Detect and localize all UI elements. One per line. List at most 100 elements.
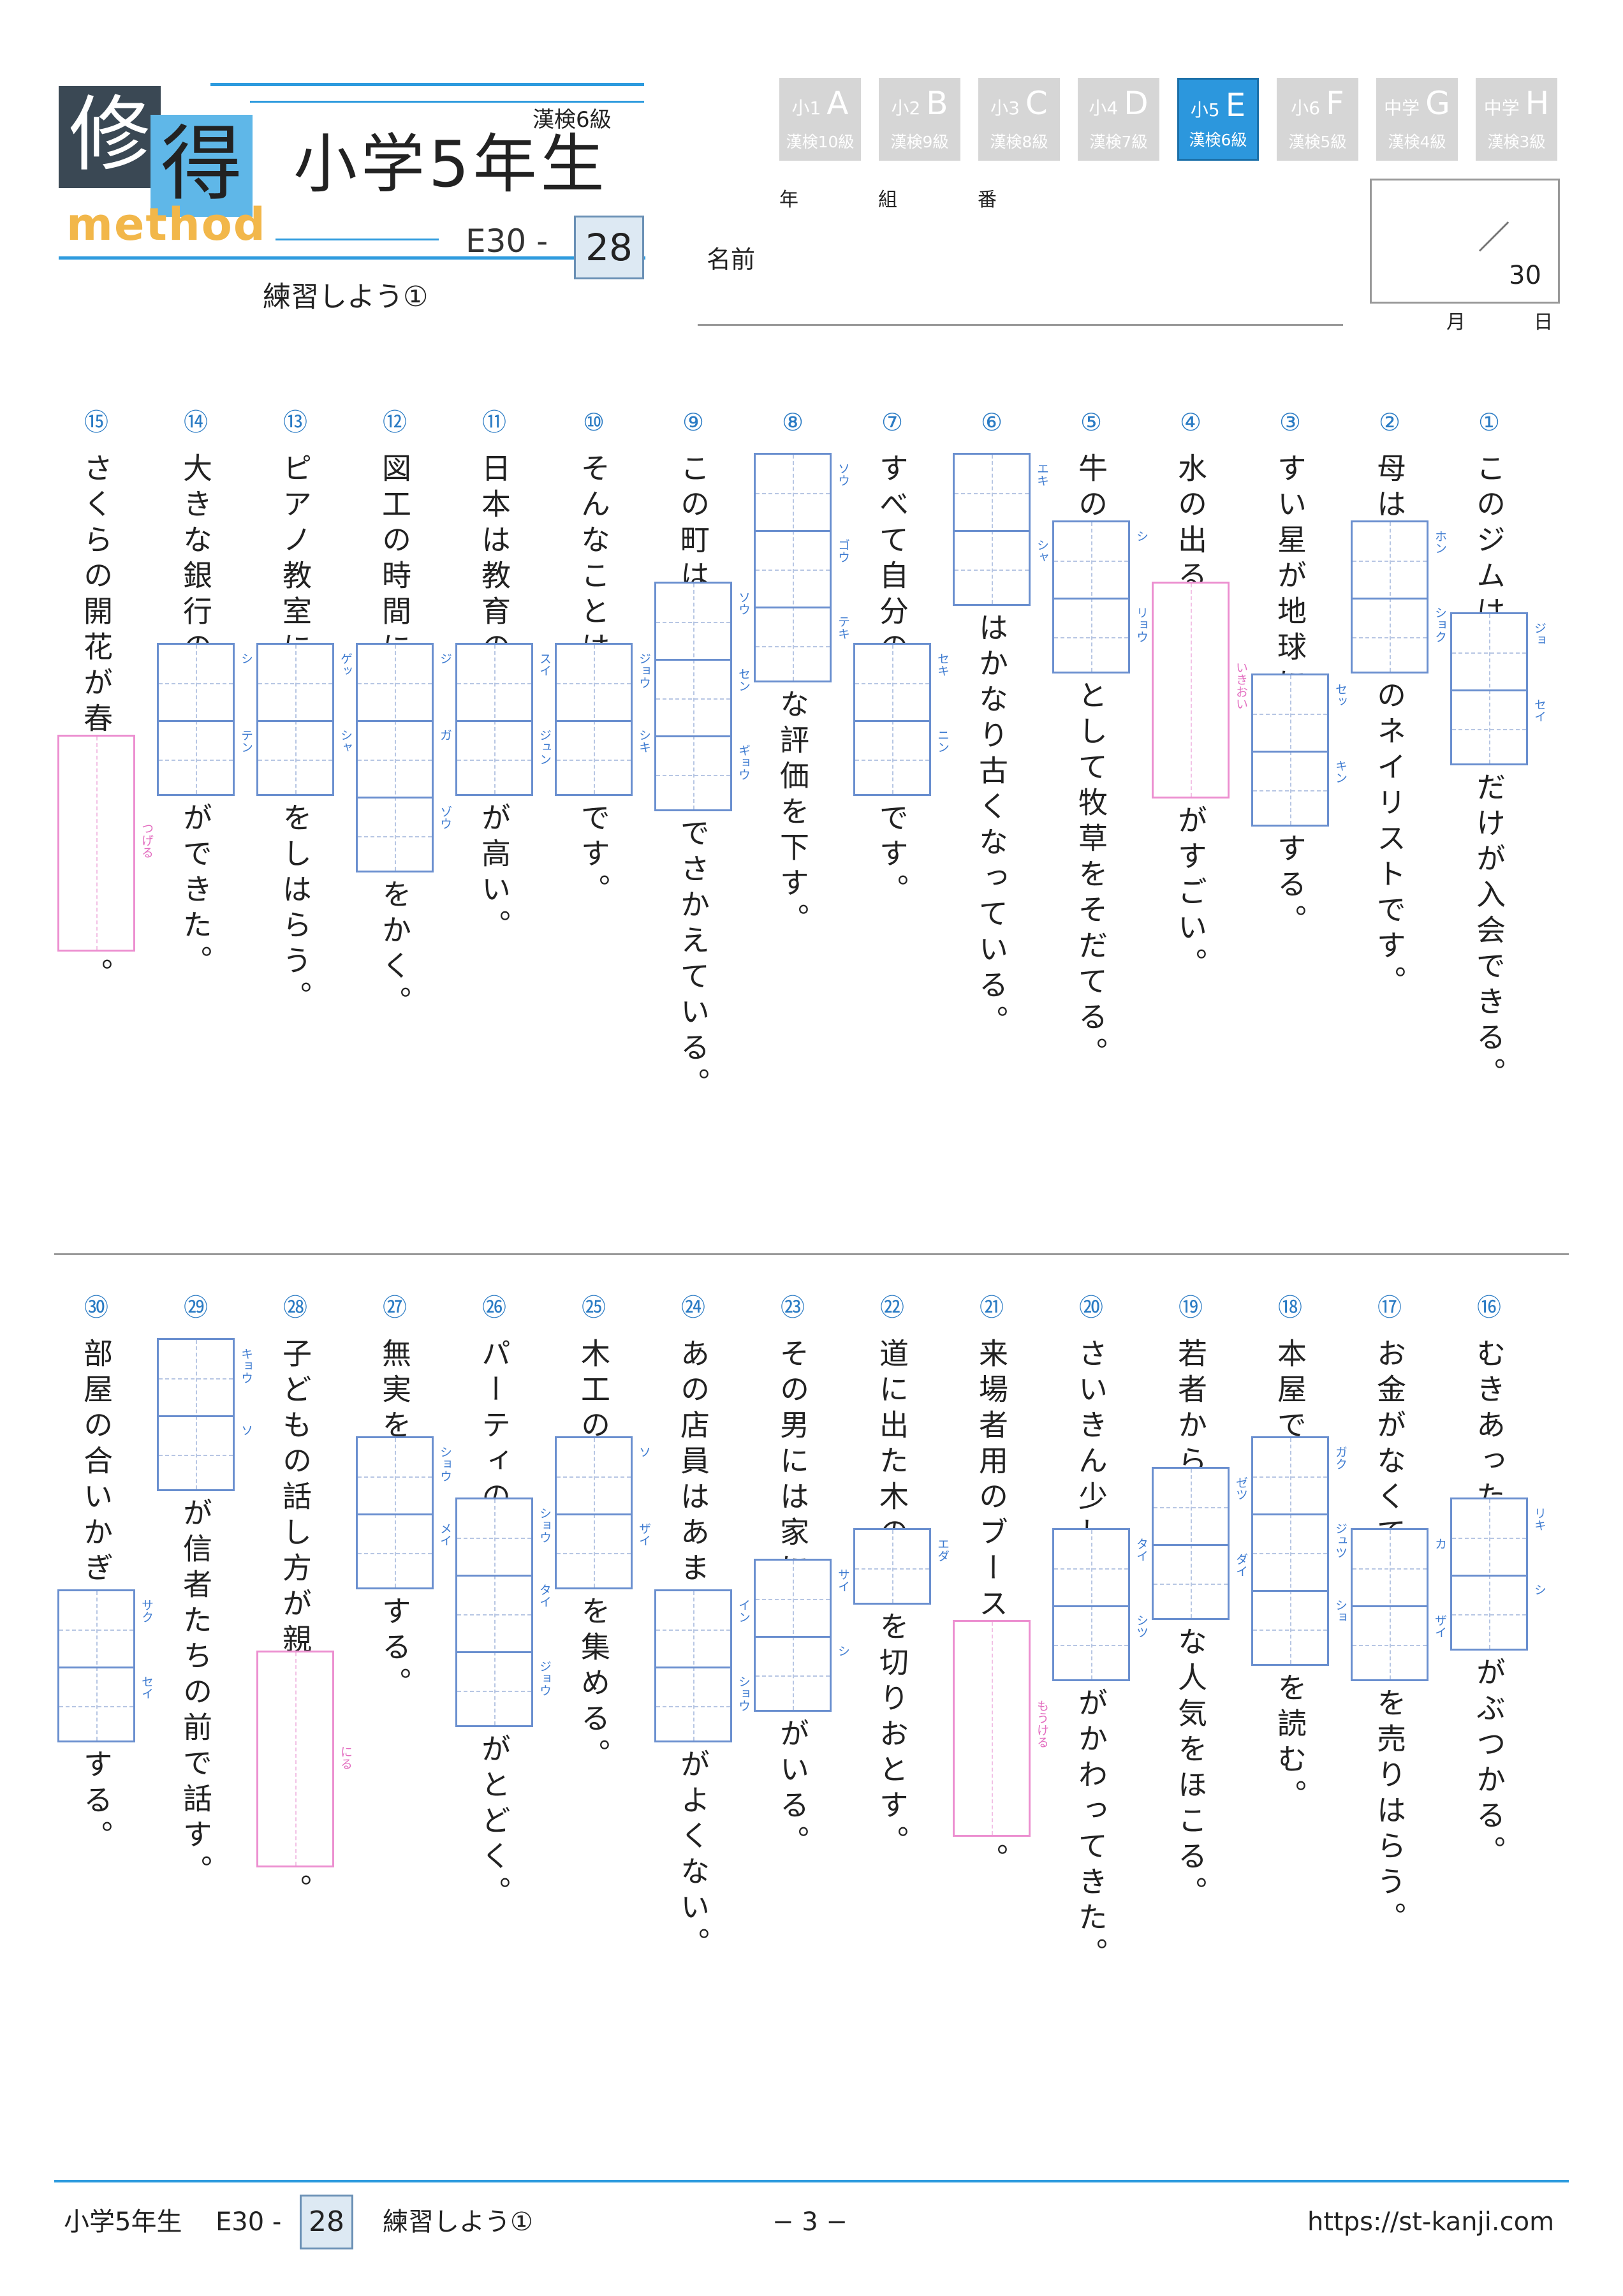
question-text: ピアノ教室に	[278, 453, 312, 667]
kanji-answer-box[interactable]: ジガゾウ	[356, 643, 452, 872]
kanji-answer-box[interactable]: シテン	[157, 643, 253, 796]
question-number: ④	[1179, 408, 1202, 436]
box-center-guide	[494, 645, 496, 794]
grade-tab-kanken: 漢検9級	[890, 133, 949, 151]
box-cell-guide	[855, 683, 929, 684]
kanji-answer-box[interactable]: ソザイ	[555, 1436, 651, 1589]
hiragana-reading: にる	[339, 1746, 353, 1770]
class-label: 組	[878, 189, 897, 211]
kanji-answer-box[interactable]: シリョウ	[1052, 520, 1149, 673]
question-text: 牛の	[1074, 453, 1108, 524]
question-number: ⑬	[283, 408, 307, 436]
box-cell-divider	[1054, 598, 1128, 600]
box-center-guide	[196, 1340, 197, 1489]
kanji-answer-box[interactable]: エダ	[853, 1528, 950, 1605]
kanji-answer-box[interactable]: ジョウシキ	[555, 643, 651, 796]
kanji-answer-box[interactable]: ジョセイ	[1450, 612, 1546, 765]
kanji-answer-box[interactable]: カザイ	[1351, 1528, 1447, 1681]
box-cell-guide	[756, 1675, 830, 1677]
question-number: ㉕	[581, 1293, 606, 1321]
katakana-reading: シ	[1135, 530, 1149, 542]
katakana-reading: ジュツ	[1333, 1522, 1348, 1559]
box-cell-divider	[557, 1513, 631, 1515]
kanji-answer-box[interactable]: ショウタイジョウ	[455, 1498, 552, 1727]
question-number: ②	[1378, 408, 1401, 436]
kanji-answer-box[interactable]: ソウゴウテキ	[754, 453, 850, 682]
box-center-guide	[793, 455, 794, 681]
grade-tab-letter: A	[826, 85, 849, 122]
kanji-answer-box[interactable]: ソウセンギョウ	[654, 582, 751, 811]
kanji-answer-box[interactable]: サイシ	[754, 1559, 850, 1712]
box-cell-guide	[1452, 729, 1526, 730]
kanji-answer-box[interactable]: キョウソ	[157, 1338, 253, 1491]
katakana-reading: シツ	[1135, 1614, 1149, 1638]
kanji-answer-box[interactable]: インショウ	[654, 1589, 751, 1742]
grade-tab-label: 中学 G	[1376, 85, 1458, 126]
grade-tab-letter: G	[1425, 85, 1450, 122]
katakana-reading: ニン	[936, 729, 950, 753]
hiragana-answer-box[interactable]: いきおい	[1152, 582, 1248, 798]
box-center-guide	[395, 645, 396, 871]
kanji-answer-box[interactable]: ショウメイ	[356, 1436, 452, 1589]
katakana-reading: セキ	[936, 652, 950, 677]
katakana-reading: スイ	[538, 652, 552, 677]
question-number: ㉚	[84, 1293, 108, 1321]
question-text: をしはらう。	[278, 802, 312, 1017]
katakana-reading: タイ	[1135, 1538, 1149, 1562]
hiragana-answer-box[interactable]: にる	[256, 1651, 353, 1867]
question-text: むきあった	[1472, 1338, 1506, 1517]
kanji-answer-box[interactable]: セキニン	[853, 643, 950, 796]
kanji-answer-box[interactable]: セッキン	[1251, 673, 1348, 827]
hiragana-reading: いきおい	[1234, 661, 1248, 710]
logo-block-dark	[59, 86, 161, 188]
grade-tab-grade: 小5	[1190, 99, 1220, 121]
box-cell-guide	[756, 1599, 830, 1600]
box-cell-divider	[756, 1636, 830, 1638]
grade-tab-grade: 小2	[891, 98, 921, 119]
kanji-answer-box[interactable]: ホンショク	[1351, 520, 1447, 673]
box-cell-guide	[1253, 1553, 1327, 1554]
kanji-answer-box[interactable]: リキシ	[1450, 1498, 1546, 1651]
question-number: ⑮	[84, 408, 108, 436]
question-text: 子どもの話し方が親に	[278, 1338, 312, 1695]
box-cell-divider	[955, 530, 1029, 532]
kanji-answer-box[interactable]: エキシャ	[953, 453, 1049, 606]
site-url[interactable]: https://st-kanji.com	[1307, 2207, 1555, 2237]
question-text: でさかえている。	[676, 818, 710, 1103]
grade-tab-kanken: 漢検7級	[1089, 133, 1148, 151]
hiragana-answer-box[interactable]: つげる	[57, 735, 154, 952]
grade-tab-label: 小6 F	[1277, 85, 1358, 126]
kanji-answer-box[interactable]: ガクジュツショ	[1251, 1436, 1348, 1666]
hiragana-answer-box[interactable]: もうける	[953, 1620, 1049, 1837]
question-text: として牧草をそだてる。	[1074, 680, 1108, 1073]
katakana-reading: キン	[1333, 760, 1348, 784]
katakana-reading: セイ	[140, 1675, 154, 1700]
kanji-answer-box[interactable]: サクセイ	[57, 1589, 154, 1742]
kanji-answer-box[interactable]: スイジュン	[455, 643, 552, 796]
box-cell-divider	[756, 530, 830, 532]
day-label: 日	[1534, 311, 1553, 334]
box-center-guide	[1191, 584, 1192, 797]
katakana-reading: メイ	[438, 1522, 452, 1547]
kanji-answer-box[interactable]: ゲッシャ	[256, 643, 353, 796]
box-cell-guide	[656, 622, 730, 623]
question-text: を読む。	[1273, 1672, 1307, 1815]
kanji-answer-box[interactable]: タイシツ	[1052, 1528, 1149, 1681]
box-center-guide	[1390, 522, 1391, 672]
name-field[interactable]	[698, 324, 1343, 326]
score-box[interactable]	[1370, 179, 1560, 304]
kanji-answer-box[interactable]: ゼツダイ	[1152, 1467, 1248, 1620]
